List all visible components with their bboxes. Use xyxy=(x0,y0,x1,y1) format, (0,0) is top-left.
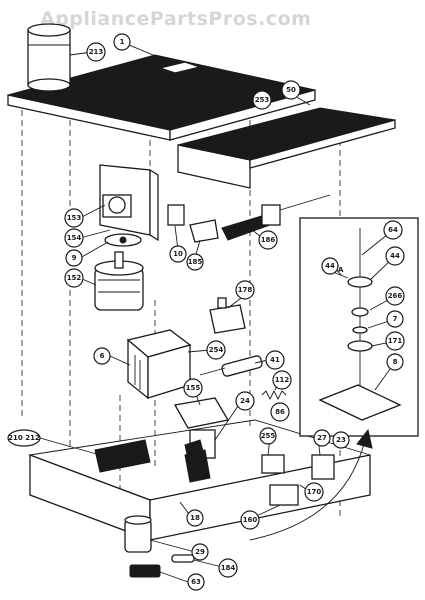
callout-label: 44 xyxy=(325,262,335,270)
callout-155: 155 xyxy=(183,378,203,398)
callout-210-212: 210 212 xyxy=(7,429,41,447)
callout-171: 171 xyxy=(385,331,405,351)
callout-label: 213 xyxy=(89,48,104,56)
callout-185: 185 xyxy=(186,253,204,271)
base-components xyxy=(94,439,335,506)
callout-86: 86 xyxy=(270,402,290,422)
callout-label: 170 xyxy=(307,488,322,496)
callout-label: 29 xyxy=(195,548,205,556)
callout-23: 23 xyxy=(332,431,350,449)
callout-153: 153 xyxy=(64,208,84,228)
callout-label: 154 xyxy=(67,234,82,242)
callout-213: 213 xyxy=(86,42,106,62)
spring-part xyxy=(261,389,287,401)
callout-170: 170 xyxy=(304,482,324,502)
callout-label: 171 xyxy=(388,337,403,345)
callout-label: 63 xyxy=(191,578,201,586)
cylinder-part xyxy=(27,23,71,92)
callout-label: 9 xyxy=(72,254,77,262)
callout-18: 18 xyxy=(186,509,204,527)
callout-label: 44 xyxy=(390,252,400,260)
callout-160: 160 xyxy=(240,510,260,530)
callout-266: 266 xyxy=(385,286,405,306)
callout-255: 255 xyxy=(259,427,277,445)
fan-motor xyxy=(94,251,144,311)
callout-label: 255 xyxy=(261,432,276,440)
callout-label: 23 xyxy=(336,436,346,444)
callout-suffix-a: A xyxy=(338,266,344,274)
callout-label: 155 xyxy=(186,384,201,392)
callout-29: 29 xyxy=(191,543,209,561)
callout-152: 152 xyxy=(64,268,84,288)
switch-bracket xyxy=(167,204,219,243)
fan-blade-small xyxy=(104,233,142,247)
callout-41: 41 xyxy=(265,350,285,370)
callout-label: 7 xyxy=(393,315,398,323)
callout-label: 64 xyxy=(388,226,398,234)
callout-27: 27 xyxy=(313,429,331,447)
top-panel xyxy=(7,54,316,141)
callout-44: 44 xyxy=(385,246,405,266)
callout-label: 27 xyxy=(317,434,327,442)
callout-254: 254 xyxy=(206,340,226,360)
callout-50: 50 xyxy=(281,80,301,100)
callout-label: 41 xyxy=(270,356,280,364)
callout-label: 160 xyxy=(243,516,258,524)
callout-label: 8 xyxy=(393,358,398,366)
callout-label: 50 xyxy=(286,86,296,94)
callout-1: 1 xyxy=(113,33,131,51)
callout-label: 253 xyxy=(255,96,270,104)
callout-184: 184 xyxy=(218,558,238,578)
callout-label: 186 xyxy=(261,236,276,244)
callout-label: 184 xyxy=(221,564,236,572)
callout-label: 1 xyxy=(120,38,125,46)
terminal-block xyxy=(129,564,161,578)
callout-44a: 44 xyxy=(321,257,339,275)
callout-label: 266 xyxy=(388,292,403,300)
motor-bracket xyxy=(99,164,159,242)
callout-64: 64 xyxy=(383,220,403,240)
callout-186: 186 xyxy=(258,230,278,250)
callout-label: 6 xyxy=(100,352,105,360)
callout-8: 8 xyxy=(386,353,404,371)
resistor-part xyxy=(199,355,263,377)
callout-6: 6 xyxy=(93,347,111,365)
callout-178: 178 xyxy=(235,280,255,300)
callout-label: 86 xyxy=(275,408,285,416)
black-cover xyxy=(177,107,396,189)
callout-253: 253 xyxy=(252,90,272,110)
callout-label: 153 xyxy=(67,214,82,222)
callout-label: 10 xyxy=(173,250,183,258)
thermostat-assembly xyxy=(221,194,331,241)
callout-label: 112 xyxy=(275,376,290,384)
callout-label: 210 212 xyxy=(8,434,40,442)
fuse-part xyxy=(171,554,195,563)
callout-label: 18 xyxy=(190,514,200,522)
callout-112: 112 xyxy=(272,370,292,390)
callout-63: 63 xyxy=(187,573,205,591)
callout-label: 178 xyxy=(238,286,253,294)
callout-7: 7 xyxy=(386,310,404,328)
callout-24: 24 xyxy=(235,391,255,411)
callout-label: 185 xyxy=(188,258,203,266)
relay-part xyxy=(209,297,246,334)
transformer xyxy=(126,329,192,400)
flow-arrow xyxy=(249,428,373,541)
callout-154: 154 xyxy=(64,228,84,248)
callouts: 1 213 253 50 153 154 9 152 10 185 186 178 6 254 41 112 8… xyxy=(7,33,405,591)
callout-label: 152 xyxy=(67,274,82,282)
watermark: AppliancePartsPros.com xyxy=(40,8,312,30)
callout-label: 24 xyxy=(240,397,250,405)
callout-label: 254 xyxy=(209,346,224,354)
callout-9: 9 xyxy=(65,249,83,267)
callout-10: 10 xyxy=(169,245,187,263)
capacitor xyxy=(124,515,152,553)
